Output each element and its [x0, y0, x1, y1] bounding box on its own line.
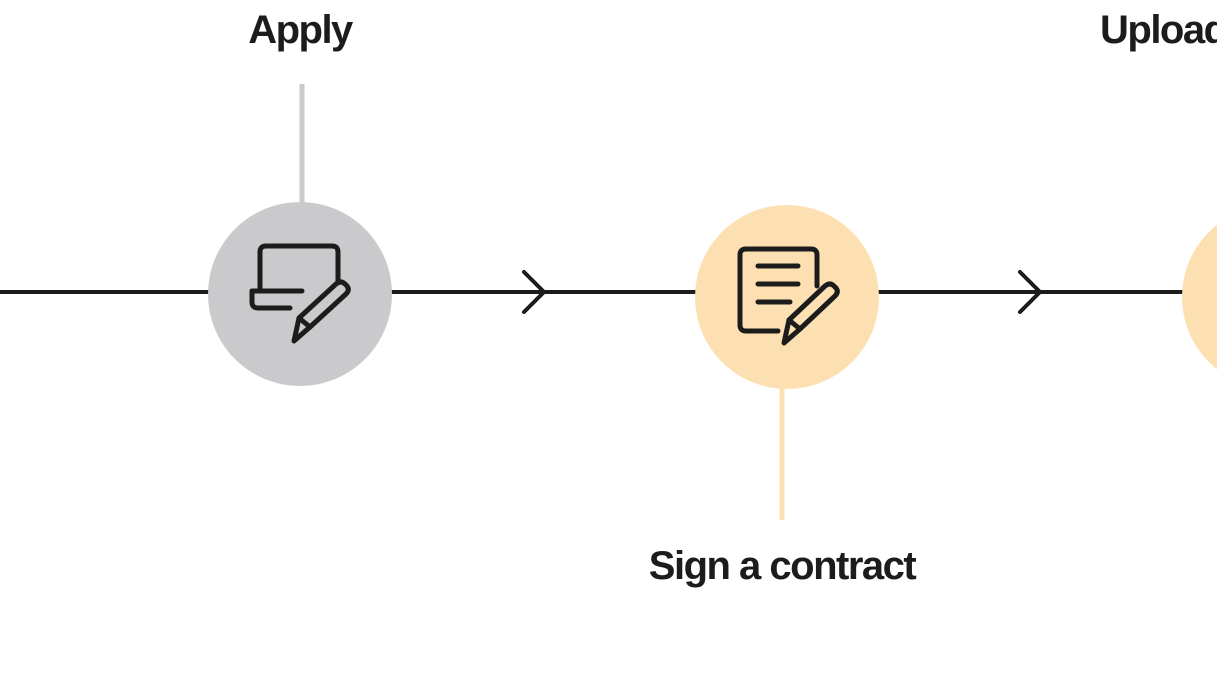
laptop-pen-icon: [249, 243, 351, 344]
arrow-icon: [522, 270, 546, 314]
document-pen-icon: [737, 246, 840, 346]
sign-step-circle: [695, 205, 879, 389]
arrow-icon: [1018, 270, 1042, 314]
step-label-upload: Upload: [1100, 8, 1217, 52]
apply-step-circle: [208, 202, 392, 386]
step-label-sign-contract: Sign a contract: [648, 544, 917, 588]
step-label-apply: Apply: [248, 8, 353, 52]
upload-step-circle: [1182, 224, 1217, 370]
